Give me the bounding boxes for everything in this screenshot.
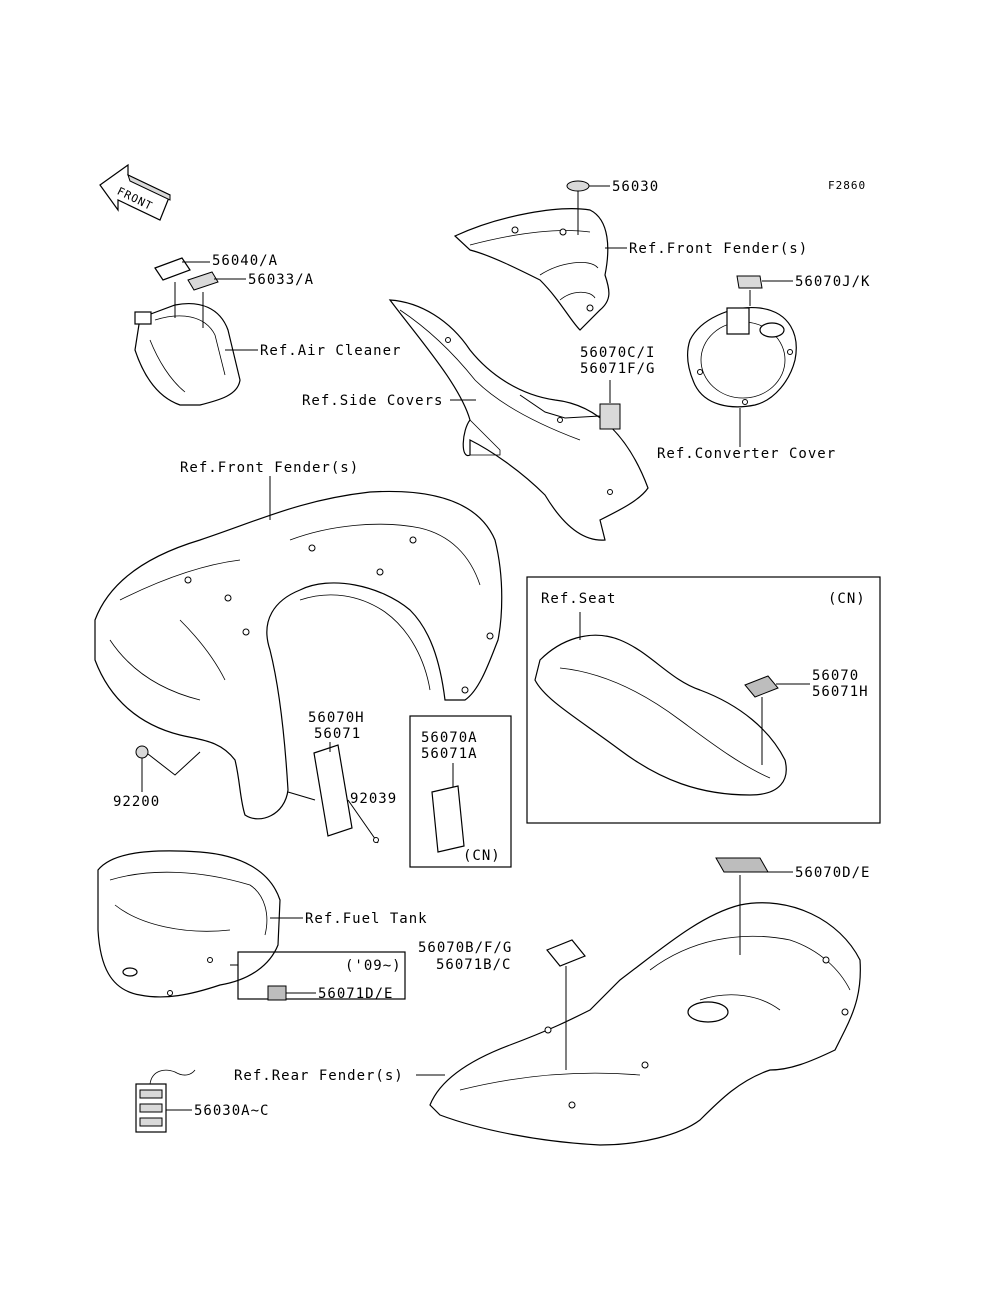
grommet-92200-icon	[135, 745, 149, 759]
front-arrow-icon: FRONT	[99, 163, 171, 221]
decal-56070h-icon	[313, 744, 353, 837]
decal-56070de-icon	[715, 857, 769, 873]
label-56071: 56071	[314, 726, 361, 742]
cn-box-56070a	[409, 715, 512, 868]
rear-fender-drawing	[429, 902, 861, 1146]
label-56070ci: 56070C/I	[580, 345, 655, 361]
label-ref-rear-fender: Ref.Rear Fender(s)	[234, 1068, 404, 1084]
label-ref-converter-cover: Ref.Converter Cover	[657, 446, 836, 462]
label-56070a: 56070A	[421, 730, 478, 746]
decal-56040a-icon	[154, 257, 191, 281]
front-fender-top-drawing	[453, 208, 610, 331]
decal-56070-seat-icon	[744, 675, 779, 698]
label-56030: 56030	[612, 179, 659, 195]
label-56070h: 56070H	[308, 710, 365, 726]
label-56071h: 56071H	[812, 684, 869, 700]
decal-56033a-icon	[187, 271, 219, 291]
seat-drawing	[534, 634, 787, 796]
label-56030ac: 56030A~C	[194, 1103, 269, 1119]
label-year-09: ('09~)	[345, 958, 402, 974]
label-ref-fuel-tank: Ref.Fuel Tank	[305, 911, 428, 927]
warning-tag-56030ac-icon	[135, 1069, 196, 1133]
front-fender-main-drawing	[94, 490, 503, 820]
figure-code: F2860	[828, 179, 866, 192]
air-cleaner-drawing	[134, 303, 241, 406]
label-cn-box: (CN)	[463, 848, 501, 864]
label-56033a: 56033/A	[248, 272, 314, 288]
cn-box-seat	[526, 576, 881, 824]
fuel-tank-drawing	[97, 850, 281, 998]
label-56070bfg: 56070B/F/G	[418, 940, 512, 956]
label-56071bc: 56071B/C	[436, 957, 511, 973]
label-92039: 92039	[350, 791, 397, 807]
label-ref-side-covers: Ref.Side Covers	[302, 393, 443, 409]
decal-56070bfg-icon	[546, 939, 586, 967]
label-56070jk: 56070J/K	[795, 274, 870, 290]
label-56071fg: 56071F/G	[580, 361, 655, 377]
decal-56070ci-icon	[599, 403, 621, 430]
label-56040a: 56040/A	[212, 253, 278, 269]
decal-56070a-icon	[431, 785, 465, 853]
decal-56070jk-icon	[736, 275, 763, 289]
label-56071a: 56071A	[421, 746, 478, 762]
grommet-56030-icon	[566, 180, 590, 192]
label-92200: 92200	[113, 794, 160, 810]
label-56070-seat: 56070	[812, 668, 859, 684]
label-cn-seat: (CN)	[828, 591, 866, 607]
label-ref-seat: Ref.Seat	[541, 591, 616, 607]
label-ref-air-cleaner: Ref.Air Cleaner	[260, 343, 401, 359]
label-56071de: 56071D/E	[318, 986, 393, 1002]
decal-56071de-icon	[267, 985, 287, 1001]
converter-cover-drawing	[686, 307, 797, 408]
label-56070de: 56070D/E	[795, 865, 870, 881]
label-ref-front-fender-main: Ref.Front Fender(s)	[180, 460, 359, 476]
year-box-09	[237, 951, 406, 1000]
side-covers-drawing	[388, 299, 649, 541]
label-ref-front-fender-top: Ref.Front Fender(s)	[629, 241, 808, 257]
